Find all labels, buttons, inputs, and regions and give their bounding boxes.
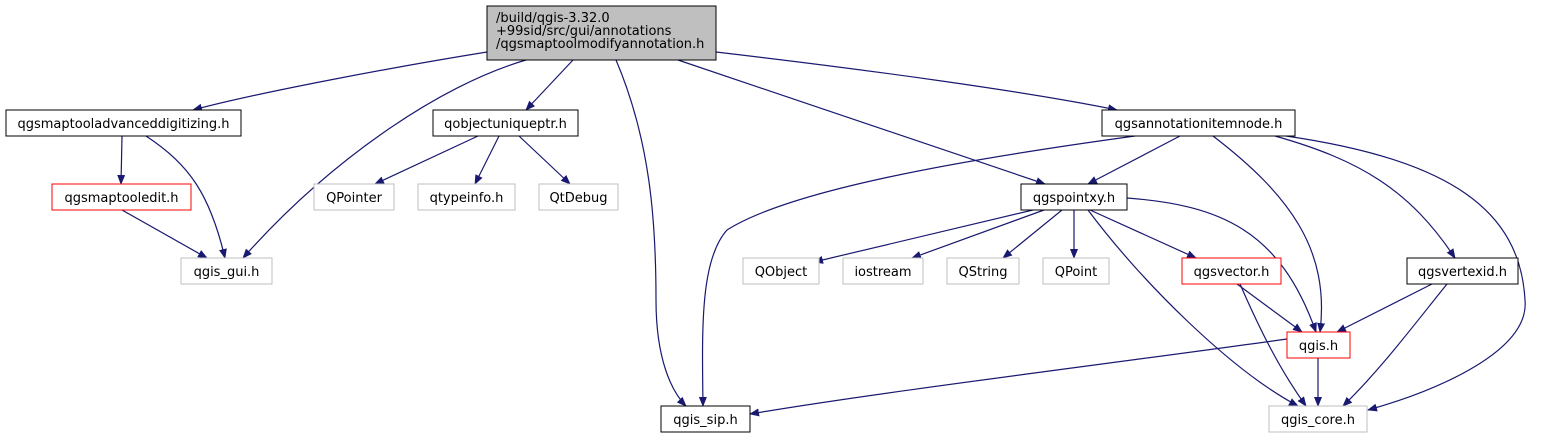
node-box — [1268, 405, 1368, 433]
edge-qgspointxy_h-to-qgis_core_h — [1087, 209, 1299, 407]
node-label: qgsvector.h — [1194, 265, 1270, 280]
node-box — [180, 257, 273, 285]
node-label: qgis_core.h — [1281, 413, 1355, 428]
node-qgsannotationitemnode_h[interactable]: qgsannotationitemnode.h — [1101, 109, 1296, 137]
node-box — [946, 257, 1020, 285]
edge-qobjectuniqueptr_h-to-qtypeinfo_h — [474, 135, 500, 185]
node-qgis_sip_h[interactable]: qgis_sip.h — [660, 405, 751, 433]
node-box — [417, 183, 516, 211]
edge-root-to-qgsmaptooladvanceddigitizing_h — [192, 51, 488, 112]
edge-root-to-qgis_gui_h — [242, 59, 527, 259]
edge-qgsannotationitemnode_h-to-qgsvertexid_h — [1274, 135, 1456, 259]
node-label: /build/qgis-3.32.0 — [496, 11, 610, 26]
edge-qgsvector_h-to-qgis_core_h — [1239, 283, 1307, 407]
edge-root-to-qgspointxy_h — [677, 59, 1046, 185]
edge-root-to-qgsannotationitemnode_h — [715, 51, 1118, 113]
edge-root-to-qobjectuniqueptr_h — [525, 59, 574, 111]
node-iostream[interactable]: iostream — [842, 257, 924, 285]
edge-qgsannotationitemnode_h-to-qgis_sip_h — [698, 135, 1136, 407]
edge-qgsvector_h-to-qgis_h — [1236, 283, 1303, 333]
node-QPointer[interactable]: QPointer — [313, 183, 395, 211]
node-label: QString — [958, 265, 1007, 280]
node-label: qgis.h — [1299, 339, 1338, 354]
node-box — [660, 405, 751, 433]
node-box — [538, 183, 619, 211]
node-label: QtDebug — [549, 191, 607, 206]
edge-qgsvertexid_h-to-qgis_h — [1336, 283, 1433, 333]
node-box — [486, 5, 717, 61]
node-QObject[interactable]: QObject — [742, 257, 820, 285]
node-qobjectuniqueptr_h[interactable]: qobjectuniqueptr.h — [432, 109, 579, 137]
node-label: qgsvertexid.h — [1418, 265, 1507, 280]
node-qgis_gui_h[interactable]: qgis_gui.h — [180, 257, 273, 285]
node-box — [5, 109, 242, 137]
edge-qgsannotationitemnode_h-to-qgis_h — [1212, 135, 1326, 333]
node-QtDebug[interactable]: QtDebug — [538, 183, 619, 211]
node-label: iostream — [854, 265, 911, 280]
edge-qgsvertexid_h-to-qgis_core_h — [1342, 283, 1448, 407]
node-label: +99sid/src/gui/annotations — [496, 24, 672, 39]
node-box — [51, 183, 192, 211]
node-label: qobjectuniqueptr.h — [444, 117, 567, 132]
node-box — [313, 183, 395, 211]
node-qgspointxy_h[interactable]: qgspointxy.h — [1020, 183, 1128, 211]
edge-qgspointxy_h-to-QString — [1002, 209, 1063, 259]
node-box — [742, 257, 820, 285]
node-label: /qgsmaptoolmodifyannotation.h — [496, 37, 704, 52]
node-box — [1286, 331, 1351, 359]
node-label: QPointer — [326, 191, 383, 206]
node-qgis_h[interactable]: qgis.h — [1286, 331, 1351, 359]
node-qgsmaptooledit_h[interactable]: qgsmaptooledit.h — [51, 183, 192, 211]
node-root[interactable]: /build/qgis-3.32.0+99sid/src/gui/annotat… — [486, 5, 717, 61]
nodes-layer: /build/qgis-3.32.0+99sid/src/gui/annotat… — [5, 5, 1519, 433]
node-label: qgis_sip.h — [673, 413, 737, 428]
node-label: QObject — [755, 265, 808, 280]
edge-qobjectuniqueptr_h-to-QPointer — [374, 135, 479, 185]
edge-qgis_h-to-qgis_sip_h — [749, 338, 1288, 417]
node-box — [1042, 257, 1110, 285]
node-box — [1020, 183, 1128, 211]
node-QString[interactable]: QString — [946, 257, 1020, 285]
node-qgsmaptooladvanceddigitizing_h[interactable]: qgsmaptooladvanceddigitizing.h — [5, 109, 242, 137]
node-label: qgsmaptooledit.h — [64, 191, 178, 206]
node-label: qgis_gui.h — [194, 265, 260, 280]
edge-qgspointxy_h-to-iostream — [911, 209, 1045, 259]
node-label: qgspointxy.h — [1033, 191, 1115, 206]
edge-qgsmaptooladvanceddigitizing_h-to-qgsmaptooledit_h — [117, 135, 126, 185]
node-qgsvector_h[interactable]: qgsvector.h — [1181, 257, 1282, 285]
node-label: QPoint — [1055, 265, 1098, 280]
node-box — [1406, 257, 1519, 285]
edges-layer — [117, 51, 1526, 417]
edge-qobjectuniqueptr_h-to-QtDebug — [518, 135, 571, 185]
node-QPoint[interactable]: QPoint — [1042, 257, 1110, 285]
edge-qgsmaptooledit_h-to-qgis_gui_h — [121, 209, 208, 259]
edge-root-to-qgis_sip_h — [615, 59, 687, 407]
node-box — [1181, 257, 1282, 285]
node-qtypeinfo_h[interactable]: qtypeinfo.h — [417, 183, 516, 211]
edge-qgspointxy_h-to-qgsvector_h — [1089, 209, 1197, 259]
edge-qgsannotationitemnode_h-to-qgis_core_h — [1285, 135, 1526, 412]
edge-qgspointxy_h-to-QObject — [813, 209, 1034, 264]
node-box — [432, 109, 579, 137]
node-qgsvertexid_h[interactable]: qgsvertexid.h — [1406, 257, 1519, 285]
node-label: qgsannotationitemnode.h — [1115, 117, 1283, 132]
node-qgis_core_h[interactable]: qgis_core.h — [1268, 405, 1368, 433]
node-box — [842, 257, 924, 285]
edge-qgsannotationitemnode_h-to-qgspointxy_h — [1087, 135, 1181, 185]
node-label: qtypeinfo.h — [430, 191, 504, 206]
node-box — [1101, 109, 1296, 137]
edge-qgsmaptooladvanceddigitizing_h-to-qgis_gui_h — [145, 135, 227, 259]
edge-qgspointxy_h-to-qgis_h — [1126, 197, 1317, 333]
node-label: qgsmaptooladvanceddigitizing.h — [17, 117, 229, 132]
